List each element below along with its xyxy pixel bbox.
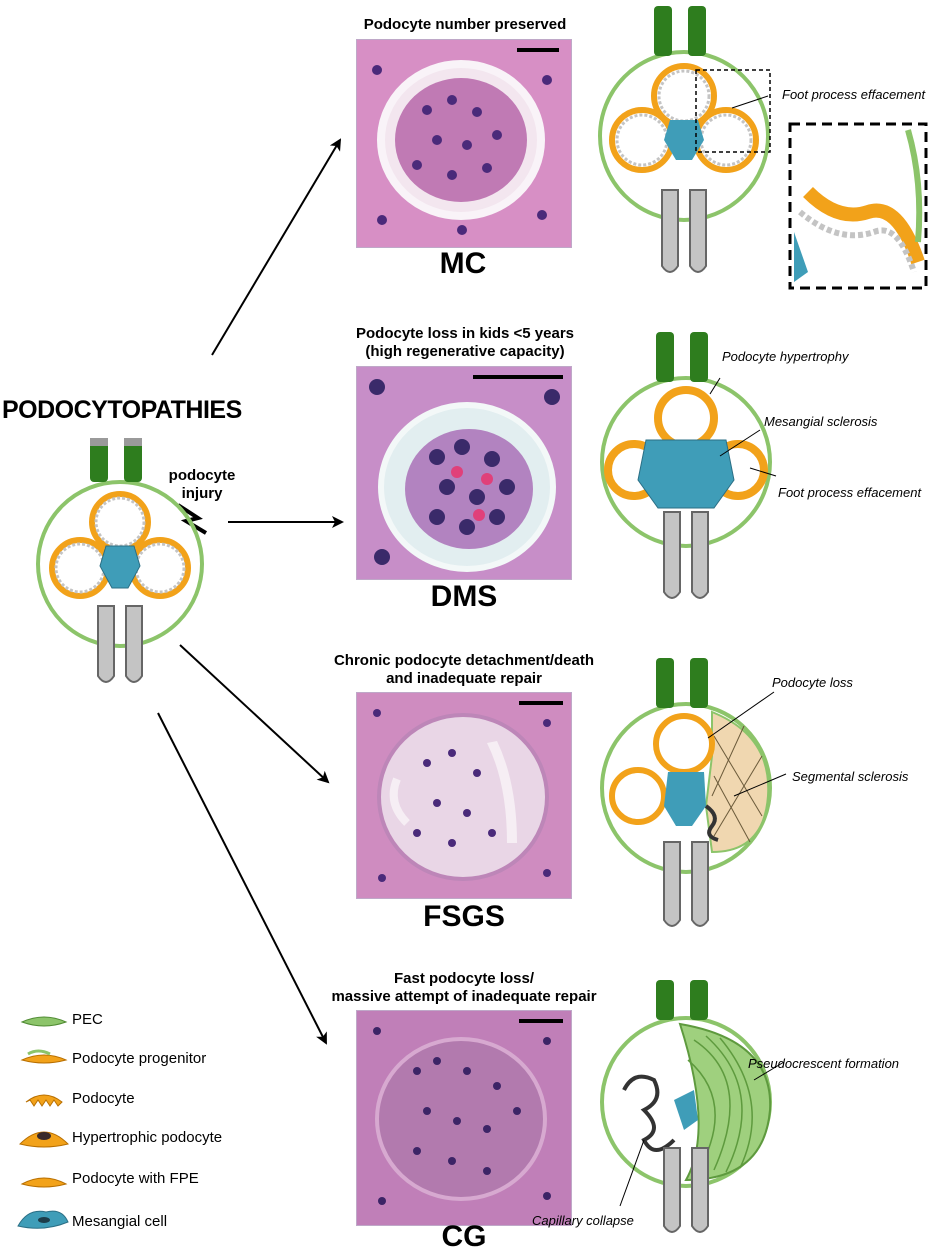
dms-glomerulus-diagram — [600, 332, 777, 599]
legend-label-podocyte-progenitor: Podocyte progenitor — [72, 1050, 207, 1067]
dms-micrograph — [356, 366, 572, 580]
dms-title: Podocyte loss in kids <5 years (high reg… — [355, 325, 575, 360]
mc-histology-image — [357, 40, 571, 247]
mc-inset-zoom — [788, 122, 928, 290]
legend-icons — [17, 1016, 69, 1229]
arrow-to-mc — [211, 138, 342, 356]
cg-nuclei — [373, 1027, 551, 1205]
legend-label-hypertrophic-podocyte: Hypertrophic podocyte — [72, 1129, 223, 1146]
legend-label-pec: PEC — [72, 1011, 103, 1028]
fsgs-scale-bar — [519, 701, 563, 705]
legend-label-podocyte-fpe: Podocyte with FPE — [72, 1170, 199, 1187]
dms-annotation-mesangial-sclerosis: Mesangial sclerosis — [764, 414, 878, 429]
injury-bolt-icon — [176, 503, 208, 535]
fsgs-histology-image — [357, 693, 571, 898]
cg-glomerulus-diagram — [600, 980, 785, 1233]
fsgs-annotation-podocyte-loss: Podocyte loss — [772, 675, 853, 690]
afferent-efferent-vessels — [97, 605, 143, 683]
fsgs-annotation-segmental-sclerosis: Segmental sclerosis — [792, 769, 909, 784]
mc-micrograph — [356, 39, 572, 248]
fsgs-title: Chronic podocyte detachment/death and in… — [333, 652, 595, 687]
capillary-loops — [49, 491, 191, 599]
main-title: PODOCYTOPATHIES — [2, 396, 242, 424]
injury-label: podocyte injury — [168, 467, 236, 502]
hypertrophic-podocyte-icon — [19, 1131, 69, 1148]
mesangium — [99, 545, 141, 589]
mc-glomerulus-diagram — [598, 6, 771, 273]
cg-scale-bar — [519, 1019, 563, 1023]
mesangial-cell-icon — [17, 1210, 69, 1229]
podocyte-progenitor-icon — [20, 1049, 68, 1064]
mc-acronym: MC — [439, 247, 487, 280]
fsgs-sclerosis-hatch — [711, 725, 763, 843]
dms-acronym: DMS — [430, 580, 498, 613]
dms-red-cells — [451, 466, 493, 521]
pec-icon — [20, 1016, 68, 1027]
arrow-to-fsgs — [179, 644, 330, 784]
mc-annotation-fpe: Foot process effacement — [782, 87, 926, 102]
cg-histology-image — [357, 1011, 571, 1225]
cg-annotation-pseudocrescent: Pseudocrescent formation — [748, 1056, 900, 1071]
mc-title: Podocyte number preserved — [363, 16, 567, 33]
dms-nuclei — [369, 379, 560, 565]
tubule-cells — [90, 438, 142, 482]
fsgs-glomerulus-diagram — [600, 658, 787, 927]
arrow-to-cg — [157, 712, 327, 1045]
bowman-capsule-pec — [36, 480, 204, 648]
mc-scale-bar — [517, 48, 559, 52]
legend-label-podocyte: Podocyte — [72, 1090, 135, 1107]
dms-annotation-hypertrophy: Podocyte hypertrophy — [722, 349, 849, 364]
dms-scale-bar — [473, 375, 563, 379]
dms-annotation-fpe: Foot process effacement — [778, 485, 922, 500]
cg-acronym: CG — [441, 1220, 487, 1252]
legend: PEC Podocyte progenitor Podocyte Hypertr… — [14, 1008, 274, 1234]
cg-annotation-capillary-collapse: Capillary collapse — [532, 1213, 634, 1228]
podocyte-icon — [25, 1094, 63, 1107]
legend-label-mesangial-cell: Mesangial cell — [72, 1213, 168, 1230]
fsgs-micrograph — [356, 692, 572, 899]
dms-histology-image — [357, 367, 571, 579]
cg-title: Fast podocyte loss/ massive attempt of i… — [331, 970, 597, 1005]
fsgs-nuclei — [373, 709, 551, 882]
podocyte-fpe-icon — [20, 1177, 68, 1188]
fsgs-acronym: FSGS — [423, 900, 505, 933]
mc-nuclei — [372, 65, 552, 235]
cg-micrograph — [356, 1010, 572, 1226]
healthy-glomerulus-diagram — [36, 438, 204, 683]
